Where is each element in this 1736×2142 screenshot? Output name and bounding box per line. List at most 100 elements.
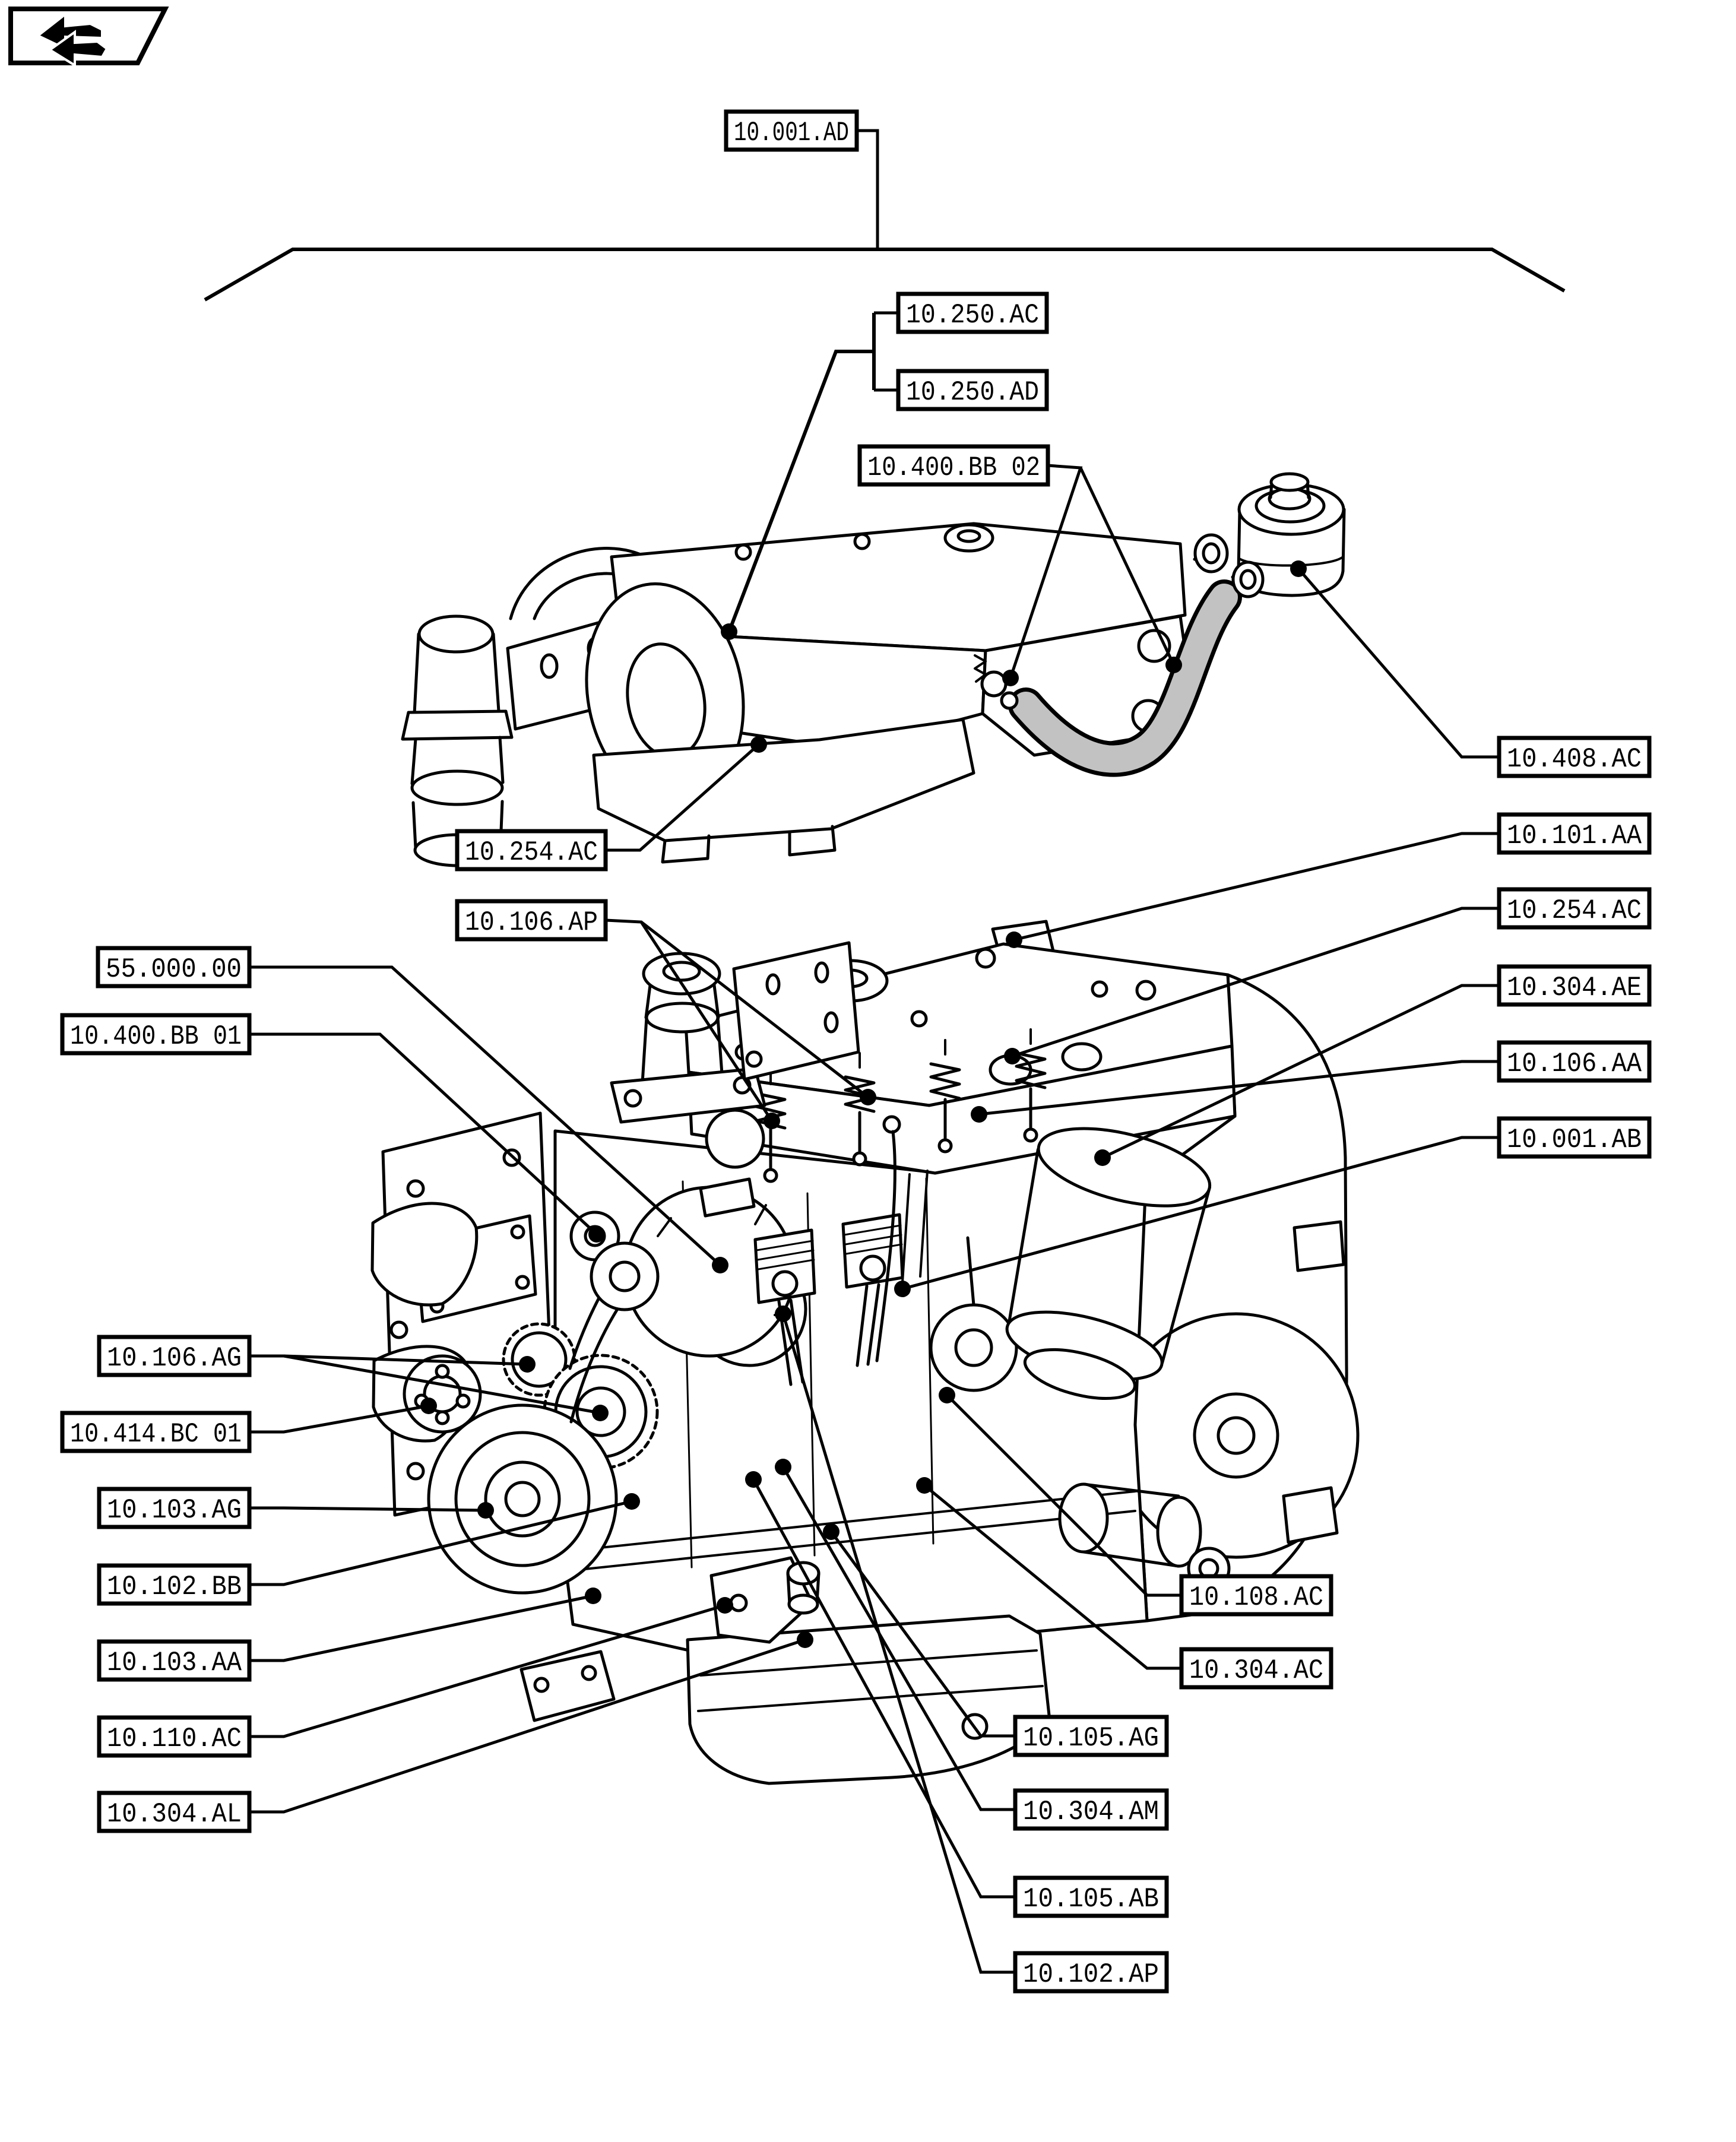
leader-line-10.304.AC bbox=[923, 1484, 1181, 1670]
callout-box[interactable] bbox=[1497, 736, 1652, 778]
water-outlet-neck bbox=[413, 632, 500, 715]
callout-10.254.AC[interactable]: 10.254.AC bbox=[1497, 887, 1652, 930]
callout-10.408.AC[interactable]: 10.408.AC bbox=[1497, 736, 1652, 778]
leader-line-10.108.AC bbox=[946, 1394, 1181, 1597]
callout-10.414.BC-01[interactable]: 10.414.BC 01 bbox=[60, 1411, 252, 1453]
leader-line-10.304.AM bbox=[781, 1466, 1015, 1811]
callout-box[interactable] bbox=[1497, 812, 1652, 855]
leader-dot bbox=[721, 623, 737, 640]
callout-10.101.AA[interactable]: 10.101.AA bbox=[1497, 812, 1652, 855]
oil-filter bbox=[1005, 1127, 1212, 1400]
callout-box[interactable] bbox=[96, 946, 252, 988]
callout-box[interactable] bbox=[896, 369, 1049, 411]
leader-dot-10.414.BC 01 bbox=[420, 1398, 437, 1414]
callout-labels: 10.001.AD 10.250.AC 10.250.AD 10.400.BB 02 1… bbox=[60, 109, 1652, 1994]
leader-dots bbox=[420, 560, 1307, 1648]
callout-box[interactable] bbox=[455, 829, 608, 872]
leader-line-10.304.AE bbox=[1101, 984, 1499, 1159]
exhaust-manifold bbox=[592, 718, 975, 842]
callout-box[interactable] bbox=[857, 444, 1050, 487]
callout-10.103.AA[interactable]: 10.103.AA bbox=[97, 1639, 252, 1682]
callout-code: 55.000.00 bbox=[106, 954, 242, 985]
callout-code: 10.400.BB 02 bbox=[867, 452, 1040, 483]
callout-10.106.AA[interactable]: 10.106.AA bbox=[1497, 1040, 1652, 1083]
leader-line-55.000.00 bbox=[249, 965, 721, 1266]
callout-10.400.BB-02[interactable]: 10.400.BB 02 bbox=[857, 444, 1050, 487]
dipstick-tube bbox=[875, 1130, 896, 1362]
callout-box[interactable] bbox=[896, 291, 1049, 334]
leader-line-10.001.AB bbox=[902, 1136, 1499, 1291]
callout-10.102.BB[interactable]: 10.102.BB bbox=[97, 1563, 252, 1606]
leader-line-10.103.AG bbox=[249, 1506, 486, 1512]
leader-line-10.102.AP bbox=[781, 1313, 1015, 1974]
leader-dot-10.304.AC bbox=[916, 1477, 933, 1494]
callout-box[interactable] bbox=[1013, 1875, 1169, 1918]
callout-10.254.AC[interactable]: 10.254.AC bbox=[455, 829, 608, 872]
callout-10.108.AC[interactable]: 10.108.AC bbox=[1179, 1574, 1333, 1617]
callout-10.304.AL[interactable]: 10.304.AL bbox=[97, 1791, 252, 1833]
callout-code: 10.250.AD bbox=[906, 377, 1039, 408]
callout-10.106.AG[interactable]: 10.106.AG bbox=[97, 1335, 252, 1377]
callout-code: 10.103.AA bbox=[107, 1647, 242, 1678]
callout-box[interactable] bbox=[455, 899, 608, 942]
callout-10.001.AB[interactable]: 10.001.AB bbox=[1497, 1116, 1652, 1159]
leader-dot-10.001.AB bbox=[894, 1281, 911, 1297]
leader-line-10.254.AC bbox=[1012, 907, 1499, 1058]
callout-box[interactable] bbox=[1497, 887, 1652, 930]
leader-line-10.102.BB bbox=[249, 1500, 632, 1586]
callout-box[interactable] bbox=[724, 109, 859, 152]
callout-box[interactable] bbox=[97, 1563, 252, 1606]
callout-10.106.AP[interactable]: 10.106.AP bbox=[455, 899, 608, 942]
callout-box[interactable] bbox=[1497, 964, 1652, 1007]
leader-dot-10.102.AP bbox=[775, 1306, 791, 1322]
leader-line-10.103.AA bbox=[249, 1594, 594, 1662]
callout-box[interactable] bbox=[1497, 1040, 1652, 1083]
leader-dot-10.304.AM bbox=[775, 1459, 791, 1475]
callout-55.000.00[interactable]: 55.000.00 bbox=[96, 946, 252, 988]
callout-10.400.BB-01[interactable]: 10.400.BB 01 bbox=[60, 1013, 252, 1056]
leader-line-10.254.AC bbox=[606, 743, 760, 852]
leader-dot-10.101.AA bbox=[1006, 931, 1022, 948]
callout-box[interactable] bbox=[97, 1487, 252, 1529]
leader-line-10.105.AG bbox=[829, 1531, 1015, 1738]
callout-10.304.AM[interactable]: 10.304.AM bbox=[1013, 1788, 1169, 1831]
callout-code: 10.304.AL bbox=[107, 1799, 242, 1830]
callout-code: 10.001.AD bbox=[734, 118, 849, 148]
callout-10.103.AG[interactable]: 10.103.AG bbox=[97, 1487, 252, 1529]
callout-code: 10.110.AC bbox=[107, 1723, 242, 1754]
callout-10.110.AC[interactable]: 10.110.AC bbox=[97, 1715, 252, 1758]
leader-dot-10.106.AG bbox=[592, 1405, 609, 1421]
leader-lines bbox=[249, 129, 1499, 1974]
leader-dot-10.400.BB 02 bbox=[1002, 670, 1019, 686]
leader-dot-10.110.AC bbox=[717, 1597, 733, 1614]
callout-code: 10.254.AC bbox=[1507, 895, 1642, 926]
callout-10.250.AC[interactable]: 10.250.AC bbox=[896, 291, 1049, 334]
callout-box[interactable] bbox=[60, 1013, 252, 1056]
callout-code: 10.400.BB 01 bbox=[70, 1021, 242, 1052]
callout-box[interactable] bbox=[97, 1791, 252, 1833]
callout-box[interactable] bbox=[97, 1335, 252, 1377]
callout-10.102.AP[interactable]: 10.102.AP bbox=[1013, 1951, 1169, 1994]
callout-box[interactable] bbox=[1013, 1715, 1169, 1757]
callout-box[interactable] bbox=[60, 1411, 252, 1453]
leader-dot-10.408.AC bbox=[1290, 560, 1307, 577]
callout-10.250.AD[interactable]: 10.250.AD bbox=[896, 369, 1049, 411]
callout-10.105.AB[interactable]: 10.105.AB bbox=[1013, 1875, 1169, 1918]
callout-box[interactable] bbox=[97, 1639, 252, 1682]
callout-box[interactable] bbox=[1497, 1116, 1652, 1159]
bracket-250-leader bbox=[727, 350, 874, 633]
callout-code: 10.106.AG bbox=[107, 1343, 242, 1374]
callout-10.105.AG[interactable]: 10.105.AG bbox=[1013, 1715, 1169, 1757]
callout-10.001.AD[interactable]: 10.001.AD bbox=[724, 109, 859, 152]
callout-10.304.AC[interactable]: 10.304.AC bbox=[1179, 1647, 1333, 1690]
callout-box[interactable] bbox=[1179, 1647, 1333, 1690]
callout-box[interactable] bbox=[1013, 1951, 1169, 1994]
leader-dot-10.102.BB bbox=[623, 1493, 640, 1510]
leader-dot-55.000.00 bbox=[712, 1257, 728, 1273]
callout-box[interactable] bbox=[1179, 1574, 1333, 1617]
callout-10.304.AE[interactable]: 10.304.AE bbox=[1497, 964, 1652, 1007]
callout-box[interactable] bbox=[1013, 1788, 1169, 1831]
callout-box[interactable] bbox=[97, 1715, 252, 1758]
leader-line-10.001.AD bbox=[857, 129, 879, 249]
